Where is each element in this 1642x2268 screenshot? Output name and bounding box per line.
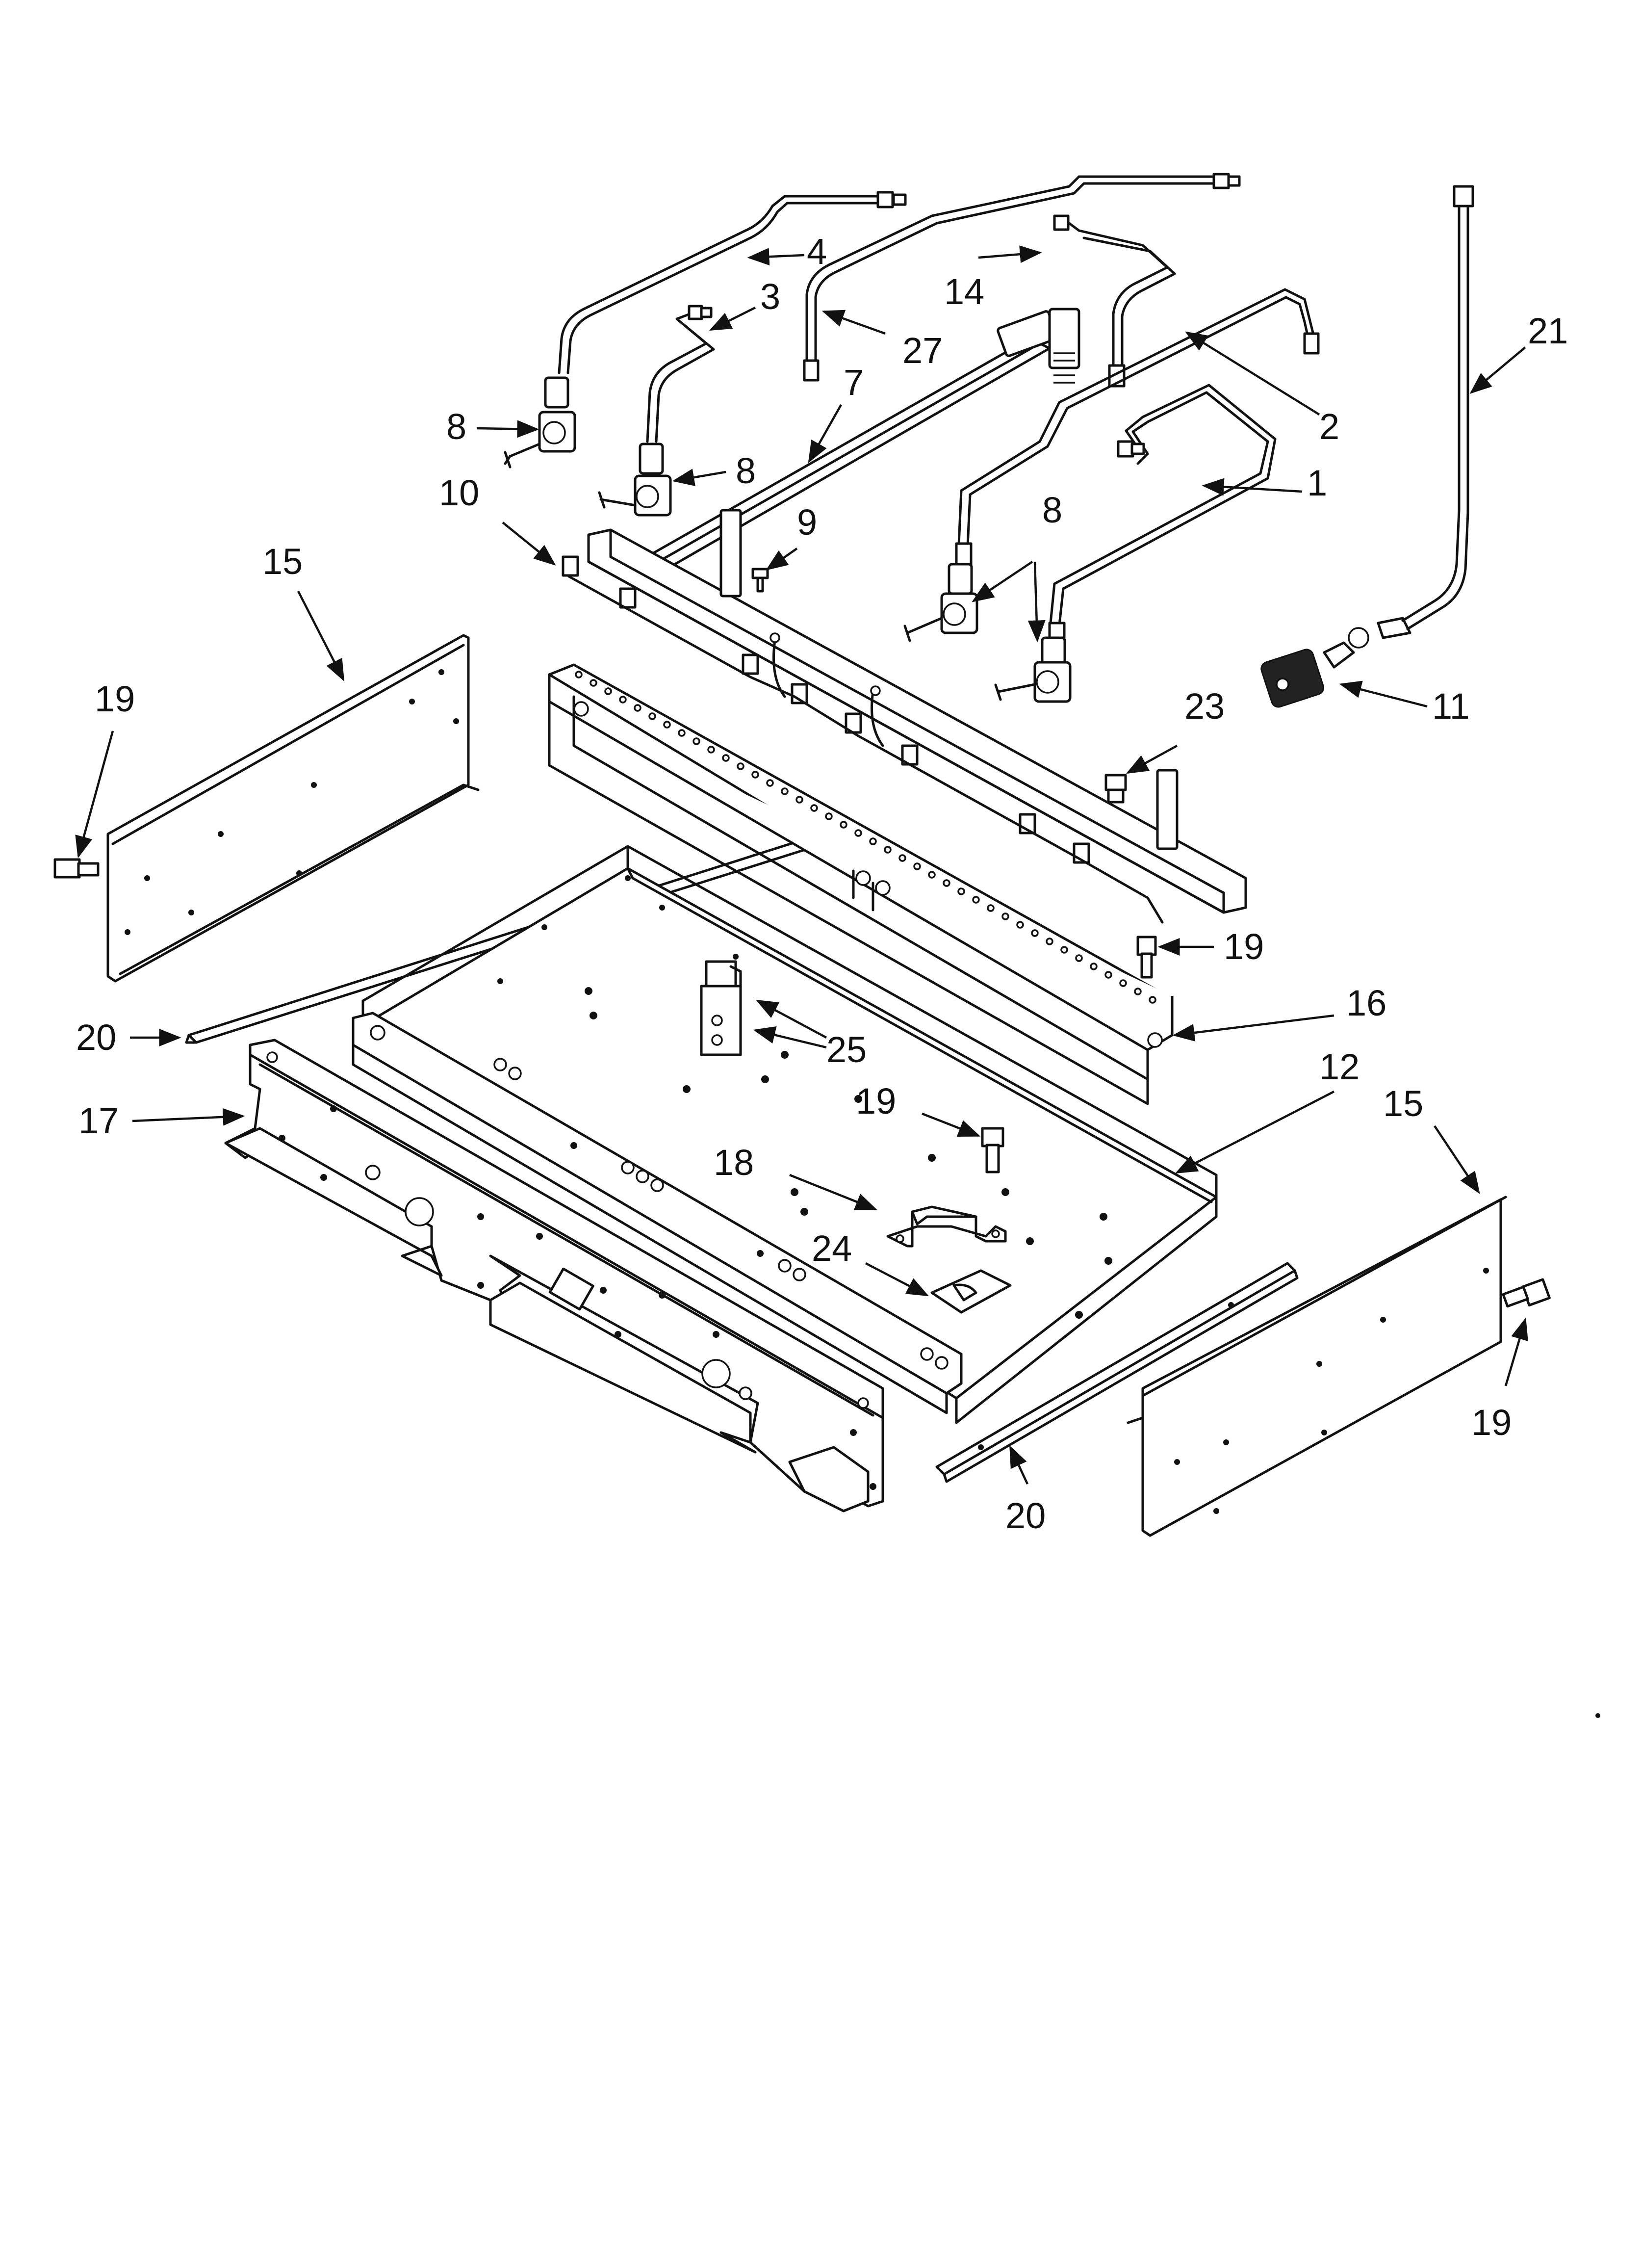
callout-12: 12 [1319,1046,1360,1087]
side-panel-15-right [1127,1196,1507,1537]
electrode-clips [562,555,1090,864]
callout-15-right: 15 [1383,1083,1423,1124]
callout-19-left: 19 [95,678,135,719]
gas-supply-tube-21 [1377,185,1474,639]
callout-10: 10 [439,472,479,513]
valve-8-right-upper [903,563,978,642]
callout-labels: 4 3 27 14 7 2 1 21 8 8 8 9 10 11 23 15 1… [76,231,1568,1536]
side-panel-15-left [106,634,480,983]
callout-8-center: 8 [736,450,756,491]
screw-19-center [981,1127,1004,1173]
gas-tube-2 [955,288,1320,567]
callout-23: 23 [1184,686,1225,727]
screw-19-left [53,858,100,879]
front-panel-17 [224,1039,884,1512]
callout-1: 1 [1307,463,1327,503]
callout-11: 11 [1432,686,1470,727]
callout-15-left: 15 [262,541,303,582]
burner-base-16 [548,663,1174,1105]
callout-20-left: 20 [76,1017,116,1058]
callout-20-right: 20 [1005,1495,1046,1536]
front-channel [352,1012,963,1414]
orifice-23 [1104,774,1127,804]
screw-19-right [1502,1278,1551,1308]
valve-8-center [598,443,672,517]
callout-3: 3 [760,276,780,317]
manifold-pipe-7 [641,308,1080,573]
valve-8-left [504,376,576,469]
callout-25: 25 [826,1029,867,1070]
burner-port-holes [575,671,1156,1004]
screw-9 [751,568,769,593]
callout-19-rail: 19 [1224,926,1264,967]
callout-14: 14 [944,271,984,312]
callout-7: 7 [844,362,864,403]
module-25 [700,960,742,1056]
callout-8-left: 8 [446,406,466,447]
callout-4: 4 [807,231,827,272]
callout-leaders [75,245,1528,1485]
callout-16: 16 [1346,983,1386,1023]
callout-19-center: 19 [856,1081,896,1121]
electrode-rail-10 [562,509,1247,924]
screw-19-rail [1136,936,1157,979]
callout-9: 9 [797,502,817,543]
callout-19-right: 19 [1471,1402,1512,1443]
gas-tube-27 [803,173,1241,382]
plate-24 [930,1269,1012,1314]
bracket-18 [886,1205,1007,1248]
rail-20-right [935,1262,1299,1483]
gas-tube-1 [1048,384,1277,639]
bottom-pan-12 [361,845,1218,1424]
callout-24: 24 [812,1228,852,1269]
callout-27: 27 [902,330,943,371]
callout-21: 21 [1528,311,1568,351]
regulator-11 [1260,627,1369,708]
gas-tube-4 [558,191,907,374]
gas-tube-3 [646,305,715,443]
callout-17: 17 [78,1100,119,1141]
callout-18: 18 [714,1142,754,1183]
valve-8-right-lower [994,636,1072,703]
callout-2: 2 [1319,406,1339,447]
callout-8-right: 8 [1042,490,1062,530]
